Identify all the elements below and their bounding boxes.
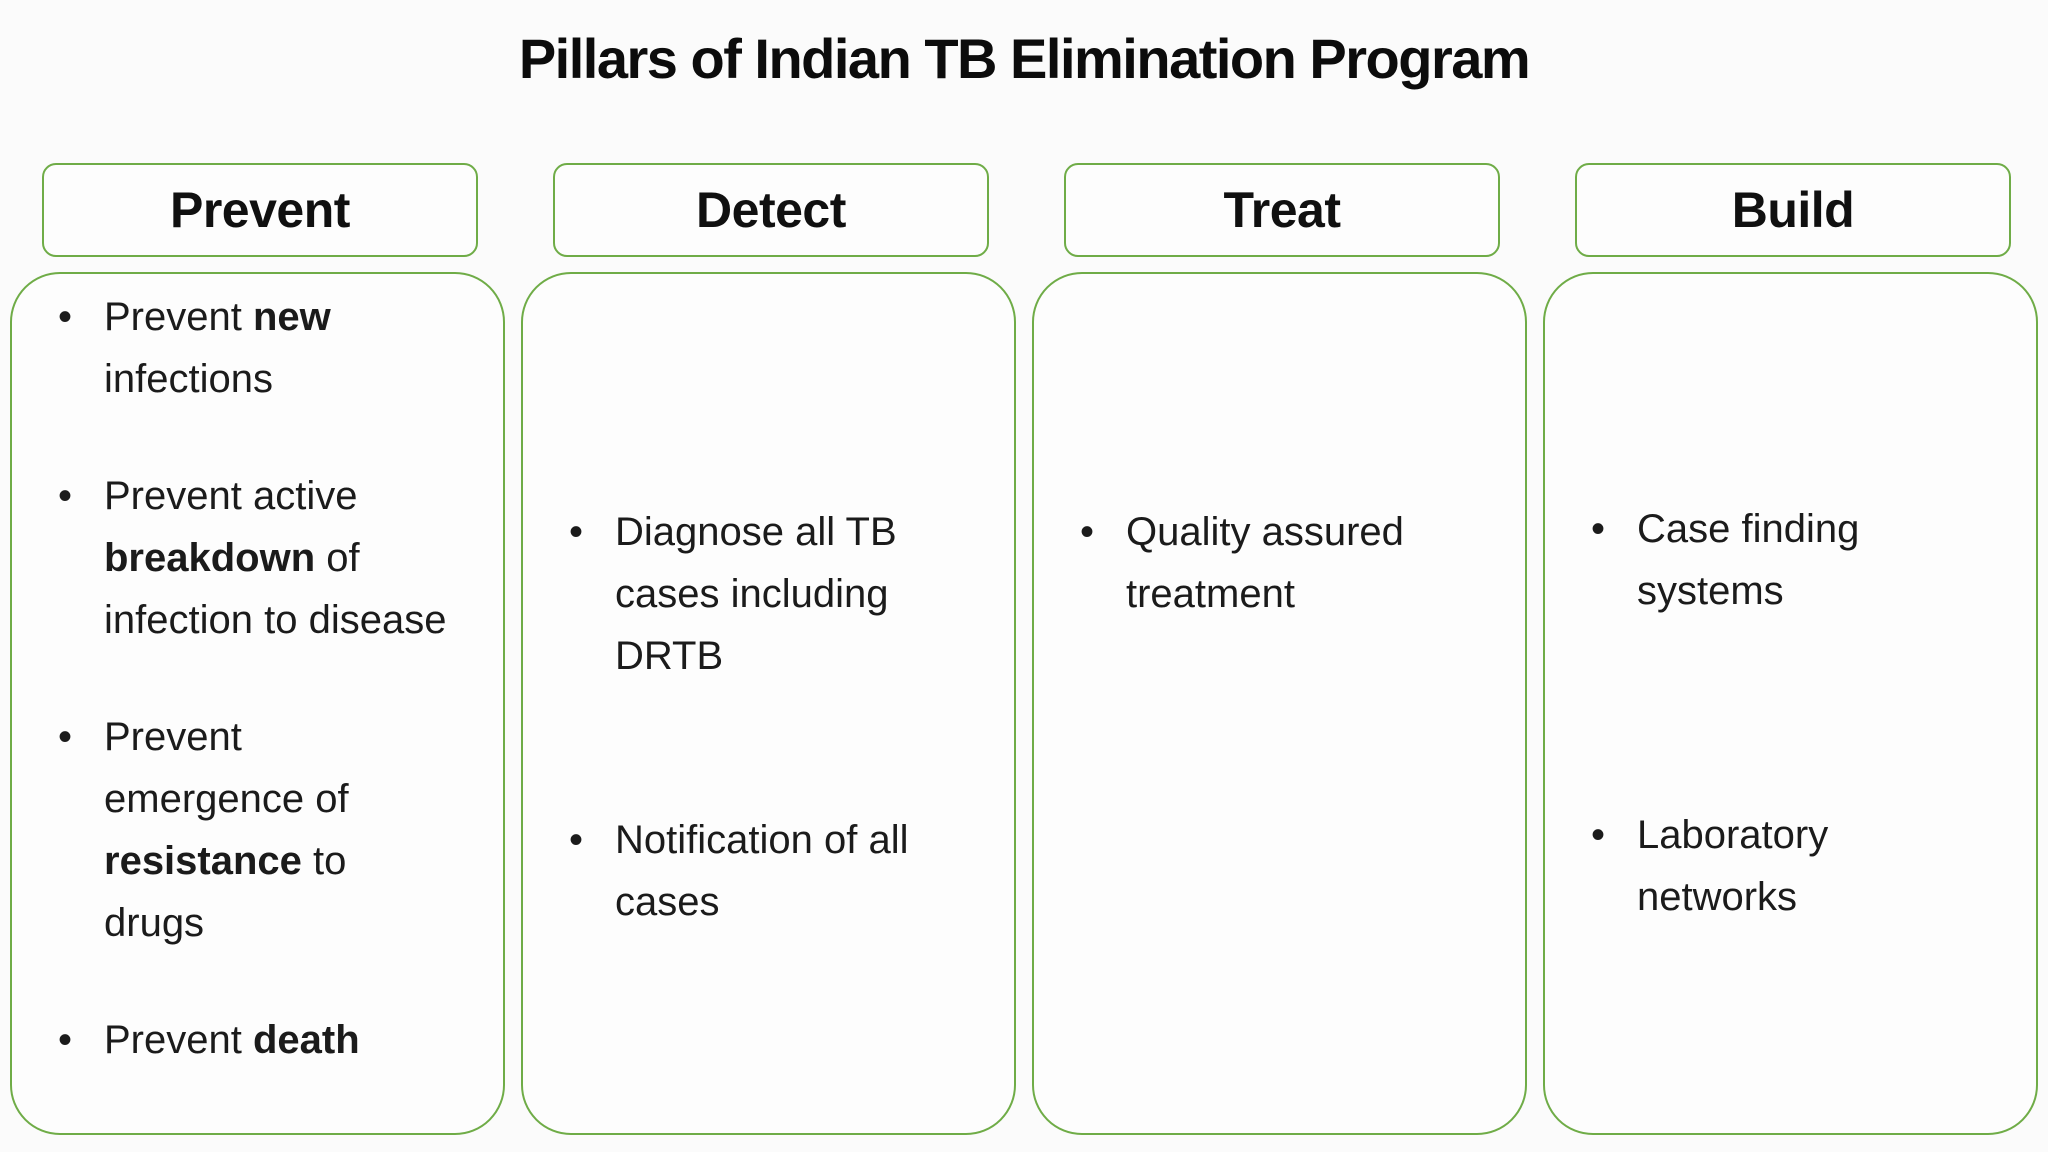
bullet-text: Quality assured treatment — [1126, 510, 1404, 616]
bullet-text: Case finding systems — [1637, 507, 1860, 613]
bullet-text: Notification of all cases — [615, 818, 909, 924]
bullet-icon: • — [1080, 510, 1095, 554]
bullet-list: • Prevent new infections • Prevent activ… — [12, 274, 503, 1071]
pillar-column-build: Build • Case finding systems • Laborator… — [1543, 163, 2038, 1135]
pillar-body-build: • Case finding systems • Laboratory netw… — [1543, 272, 2038, 1135]
bullet-item: • Quality assured treatment — [1080, 501, 1525, 625]
pillar-column-treat: Treat • Quality assured treatment — [1032, 163, 1527, 1135]
bullet-text: Diagnose all TB cases including DRTB — [615, 510, 897, 678]
bullet-item: • Prevent active breakdown of infection … — [58, 465, 503, 651]
bullet-text: Laboratory networks — [1637, 813, 1829, 919]
pillar-body-prevent: • Prevent new infections • Prevent activ… — [10, 272, 505, 1135]
bullet-icon: • — [58, 295, 73, 339]
bullet-icon: • — [569, 510, 584, 554]
pillar-header-treat: Treat — [1064, 163, 1500, 257]
bullet-icon: • — [1591, 813, 1606, 857]
bullet-icon: • — [58, 474, 73, 518]
pillar-body-treat: • Quality assured treatment — [1032, 272, 1527, 1135]
bullet-icon: • — [1591, 507, 1606, 551]
pillar-header-build: Build — [1575, 163, 2011, 257]
bullet-item: • Laboratory networks — [1591, 804, 2036, 928]
bullet-item: • Case finding systems — [1591, 498, 2036, 622]
bullet-text: Prevent active breakdown of infection to… — [104, 474, 447, 642]
bullet-icon: • — [58, 1018, 73, 1062]
pillar-header-prevent: Prevent — [42, 163, 478, 257]
bullet-list: • Case finding systems • Laboratory netw… — [1545, 274, 2036, 928]
slide-title: Pillars of Indian TB Elimination Program — [518, 27, 1531, 90]
bullet-item: • Notification of all cases — [569, 809, 1014, 933]
bullet-item: • Prevent emergence of resistance to dru… — [58, 706, 503, 954]
bullet-text: Prevent new infections — [104, 295, 331, 401]
bullet-list: • Diagnose all TB cases including DRTB •… — [523, 274, 1014, 933]
bullet-list: • Quality assured treatment — [1034, 274, 1525, 625]
pillar-column-detect: Detect • Diagnose all TB cases including… — [521, 163, 1016, 1135]
pillar-header-detect: Detect — [553, 163, 989, 257]
bullet-icon: • — [569, 818, 584, 862]
pillar-body-detect: • Diagnose all TB cases including DRTB •… — [521, 272, 1016, 1135]
bullet-item: • Prevent death — [58, 1009, 503, 1071]
bullet-item: • Prevent new infections — [58, 286, 503, 410]
pillar-column-prevent: Prevent • Prevent new infections • Preve… — [10, 163, 505, 1135]
bullet-item: • Diagnose all TB cases including DRTB — [569, 501, 1014, 687]
pillar-columns: Prevent • Prevent new infections • Preve… — [10, 163, 2038, 1135]
bullet-text: Prevent emergence of resistance to drugs — [104, 715, 349, 945]
bullet-text: Prevent death — [104, 1018, 360, 1062]
bullet-icon: • — [58, 715, 73, 759]
